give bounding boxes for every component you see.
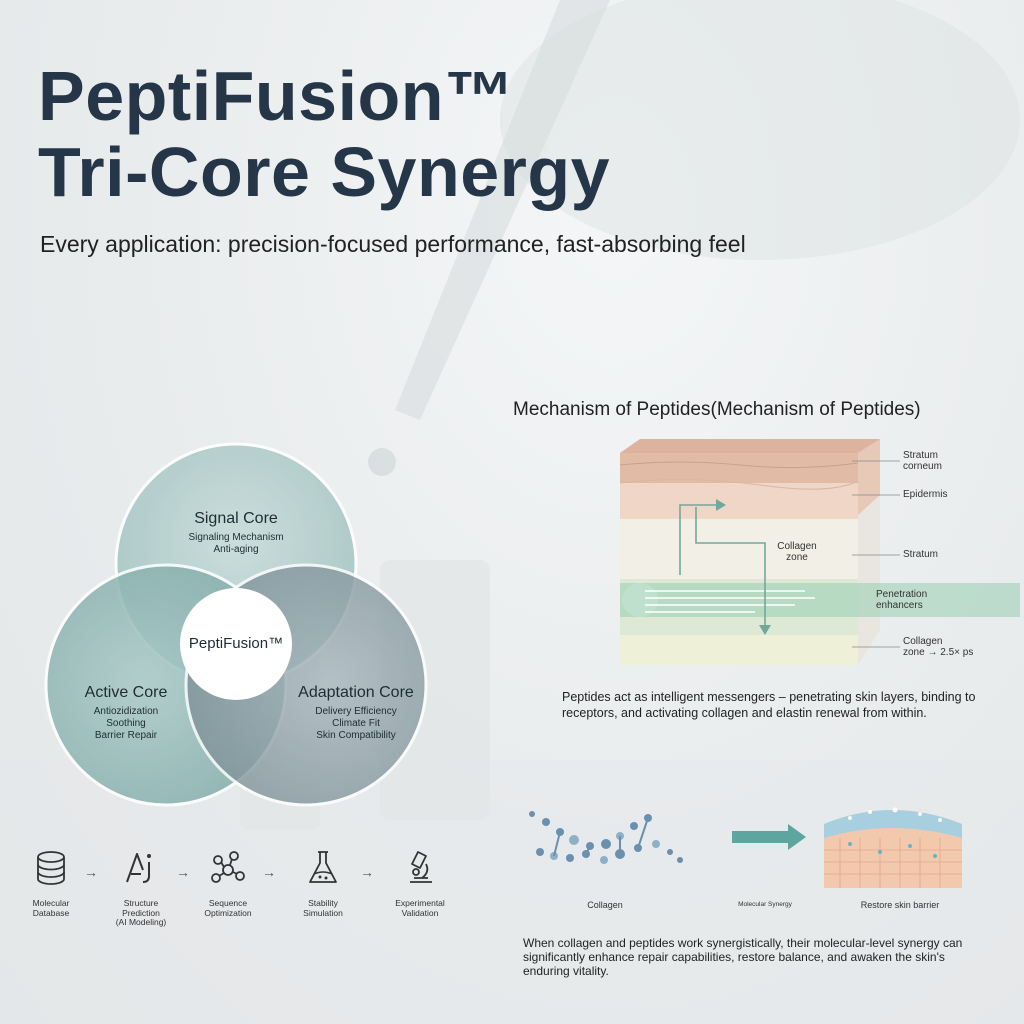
pipeline-step-ai: Structure Prediction (AI Modeling) xyxy=(96,848,186,928)
ai-icon xyxy=(126,853,151,883)
collagen-zone-label: Collagen zone → 2.5× ps xyxy=(903,636,973,658)
label-line: Optimization xyxy=(204,907,252,918)
pipeline-step-database: Molecular Database xyxy=(6,848,96,918)
molecular-synergy-arrow xyxy=(732,824,806,850)
label-line: Experimental xyxy=(395,898,445,908)
label-line: Penetration xyxy=(876,589,928,600)
stratum-label: Stratum xyxy=(903,549,939,560)
collagen-helix-icon xyxy=(529,811,683,864)
signal-core-line: Anti-aging xyxy=(213,544,259,555)
label-line: Simulation xyxy=(303,907,343,918)
active-core-title: Active Core xyxy=(84,684,168,701)
epidermis-label: Epidermis xyxy=(903,489,948,500)
pipeline-arrow: → xyxy=(84,864,98,880)
microscope-icon xyxy=(410,851,432,883)
skin-layer-diagram: Stratum corneum Epidermis Collagen zone … xyxy=(600,435,1024,670)
tri-core-venn: Signal Core Signaling Mechanism Anti-agi… xyxy=(40,440,440,820)
page-subtitle: Every application: precision-focused per… xyxy=(40,231,746,257)
signal-core-text: Signal Core Signaling Mechanism Anti-agi… xyxy=(156,510,316,556)
pipeline-step-label: Molecular Database xyxy=(6,898,96,918)
active-core-line: Barrier Repair xyxy=(94,730,158,741)
restore-barrier-caption: Restore skin barrier xyxy=(860,900,940,910)
stratum-corneum-label: Stratum corneum xyxy=(903,450,942,472)
skin-barrier-icon xyxy=(824,807,962,888)
pipeline-step-label: Experimental Validation xyxy=(375,898,465,918)
molecular-synergy-row: Collagen Molecular Synergy Restore skin … xyxy=(520,800,1000,920)
label-line: Database xyxy=(32,907,70,918)
molecular-synergy-caption: Molecular Synergy xyxy=(738,901,792,908)
mechanism-title: Mechanism of Peptides(Mechanism of Pepti… xyxy=(513,399,921,420)
collagen-caption: Collagen xyxy=(587,900,623,910)
pipeline-step-label: Sequence Optimization xyxy=(183,898,273,918)
label-line: Collagen xyxy=(777,541,817,552)
signal-core-title: Signal Core xyxy=(194,510,278,527)
label-line: Collagen xyxy=(903,636,943,647)
mechanism-description: Peptides act as intelligent messengers –… xyxy=(562,690,976,720)
page-title: PeptiFusion™ Tri-Core Synergy xyxy=(38,58,610,210)
label-line: zone → 2.5× ps xyxy=(903,647,974,658)
label-line: (AI Modeling) xyxy=(115,917,167,927)
label-line: Prediction xyxy=(122,907,160,918)
active-core-text: Active Core Antiozidization Soothing Bar… xyxy=(56,684,196,742)
pipeline-step-sequence: Sequence Optimization xyxy=(183,848,273,918)
skin-block xyxy=(619,439,1020,665)
collagen-zone-inner-label: Collagen zone xyxy=(770,541,824,563)
peptifusion-center-circle xyxy=(180,588,292,700)
pipeline-step-label: Stability Simulation xyxy=(278,898,368,918)
title-line-1: PeptiFusion™ xyxy=(38,57,515,135)
adaptation-core-title: Adaptation Core xyxy=(298,684,414,701)
label-line: Sequence xyxy=(208,898,248,908)
active-core-line: Antiozidization xyxy=(93,706,159,717)
adaptation-core-line: Climate Fit xyxy=(332,718,380,729)
penetration-enhancers-label: Penetration enhancers xyxy=(876,589,927,611)
label-line: corneum xyxy=(903,461,942,472)
pipeline-step-stability: Stability Simulation xyxy=(278,848,368,918)
pipeline-arrow: → xyxy=(360,864,374,880)
database-icon xyxy=(37,851,65,885)
active-core-line: Soothing xyxy=(106,718,146,729)
title-line-2: Tri-Core Synergy xyxy=(38,133,611,211)
adaptation-core-text: Adaptation Core Delivery Efficiency Clim… xyxy=(286,684,426,742)
flask-icon xyxy=(309,851,337,883)
peptifusion-center-label: PeptiFusion™ xyxy=(188,635,284,652)
signal-core-line: Signaling Mechanism xyxy=(188,532,284,543)
label-line: Molecular xyxy=(32,898,70,908)
synergy-graphics xyxy=(529,807,962,888)
molecule-icon xyxy=(211,851,245,883)
pipeline-step-validation: Experimental Validation xyxy=(375,848,465,918)
pipeline-arrow: → xyxy=(262,864,276,880)
label-line: Validation xyxy=(401,907,439,918)
label-line: zone xyxy=(786,552,808,563)
venn-circles xyxy=(44,442,428,807)
label-line: Structure xyxy=(123,898,159,908)
pipeline-step-label: Structure Prediction (AI Modeling) xyxy=(96,898,186,928)
label-line: Stability xyxy=(308,898,338,908)
label-line: Stratum xyxy=(903,450,939,461)
adaptation-core-line: Skin Compatibility xyxy=(316,730,396,741)
synergy-description: When collagen and peptides work synergis… xyxy=(523,936,963,978)
pipeline-arrow: → xyxy=(176,864,190,880)
development-pipeline: Molecular Database → Structure Predictio… xyxy=(18,848,468,938)
label-line: enhancers xyxy=(876,600,923,611)
adaptation-core-line: Delivery Efficiency xyxy=(315,706,397,717)
